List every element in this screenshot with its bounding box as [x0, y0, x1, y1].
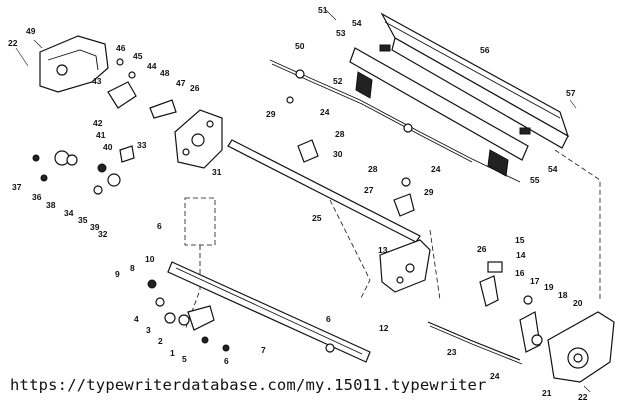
rod-23	[427, 321, 521, 361]
callout-4: 4	[134, 314, 139, 324]
small-hardware	[147, 279, 230, 352]
callout-50: 50	[295, 41, 305, 51]
callout-24c: 24	[490, 371, 500, 381]
callout-27: 27	[364, 185, 374, 195]
gear-cluster	[32, 145, 135, 195]
long-shaft-25	[227, 139, 421, 243]
callout-23: 23	[447, 347, 457, 357]
callout-52: 52	[333, 76, 343, 86]
callout-20: 20	[573, 298, 583, 308]
callout-22b: 22	[578, 392, 588, 402]
callout-6b: 6	[326, 314, 331, 324]
callout-39: 39	[90, 222, 100, 232]
callout-56: 56	[480, 45, 490, 55]
callout-16: 16	[515, 268, 525, 278]
callout-30: 30	[333, 149, 343, 159]
callout-10: 10	[145, 254, 155, 264]
top-rail-56	[379, 12, 570, 149]
callout-29b: 29	[424, 187, 434, 197]
callout-13: 13	[378, 245, 388, 255]
callout-36: 36	[32, 192, 42, 202]
callout-9: 9	[115, 269, 120, 279]
callout-43: 43	[92, 76, 102, 86]
inner-bar-53	[349, 47, 529, 177]
callout-6c: 6	[224, 356, 229, 366]
callout-44: 44	[147, 61, 157, 71]
callout-33: 33	[137, 140, 147, 150]
left-linkage-cluster	[107, 58, 177, 119]
callout-1: 1	[170, 348, 175, 358]
callout-22a: 22	[8, 38, 18, 48]
callout-46: 46	[116, 43, 126, 53]
dashed-guide-right	[554, 149, 601, 300]
callout-29a: 29	[266, 109, 276, 119]
callout-49: 49	[26, 26, 36, 36]
callout-28b: 28	[368, 164, 378, 174]
callout-12: 12	[379, 323, 389, 333]
callout-45: 45	[133, 51, 143, 61]
callout-48: 48	[160, 68, 170, 78]
callout-54a: 54	[352, 18, 362, 28]
dashed-guide-mid	[429, 229, 441, 301]
dashed-guide-left	[184, 197, 216, 246]
callout-6a: 6	[157, 221, 162, 231]
bracket-13	[379, 239, 431, 293]
leader-lines	[15, 9, 591, 393]
callout-31: 31	[212, 167, 222, 177]
bottom-rail-7	[167, 261, 371, 363]
callout-19: 19	[544, 282, 554, 292]
side-plate-31	[174, 109, 223, 169]
end-cover-21	[547, 311, 615, 383]
callout-24b: 24	[431, 164, 441, 174]
callout-15: 15	[515, 235, 525, 245]
callout-38: 38	[46, 200, 56, 210]
callout-5: 5	[182, 354, 187, 364]
callout-26b: 26	[477, 244, 487, 254]
callout-25: 25	[312, 213, 322, 223]
callout-24a: 24	[320, 107, 330, 117]
callout-18: 18	[558, 290, 568, 300]
callout-3: 3	[146, 325, 151, 335]
callout-32: 32	[98, 229, 108, 239]
middle-linkage	[286, 96, 415, 217]
callout-labels: 1 2 3 4 5 6 6 6 7 8 9 10 12 13 14 15 16 …	[8, 5, 588, 402]
callout-8: 8	[130, 263, 135, 273]
callout-57: 57	[566, 88, 576, 98]
callout-55: 55	[530, 175, 540, 185]
callout-54b: 54	[548, 164, 558, 174]
callout-35: 35	[78, 215, 88, 225]
rod-23-edge	[429, 325, 523, 365]
right-linkage	[479, 261, 543, 353]
watermark-url: https://typewriterdatabase.com/my.15011.…	[10, 376, 487, 394]
callout-7: 7	[261, 345, 266, 355]
callout-21: 21	[542, 388, 552, 398]
callout-37: 37	[12, 182, 22, 192]
callout-47: 47	[176, 78, 186, 88]
dashed-guide-center	[329, 199, 371, 301]
callout-41: 41	[96, 130, 106, 140]
callout-42: 42	[93, 118, 103, 128]
callout-40: 40	[103, 142, 113, 152]
cable-50	[269, 59, 521, 183]
callout-34: 34	[64, 208, 74, 218]
end-cover-49	[39, 35, 109, 93]
callout-28a: 28	[335, 129, 345, 139]
callout-51: 51	[318, 5, 328, 15]
callout-14: 14	[516, 250, 526, 260]
callout-53: 53	[336, 28, 346, 38]
callout-17: 17	[530, 276, 540, 286]
callout-26a: 26	[190, 83, 200, 93]
callout-2: 2	[158, 336, 163, 346]
